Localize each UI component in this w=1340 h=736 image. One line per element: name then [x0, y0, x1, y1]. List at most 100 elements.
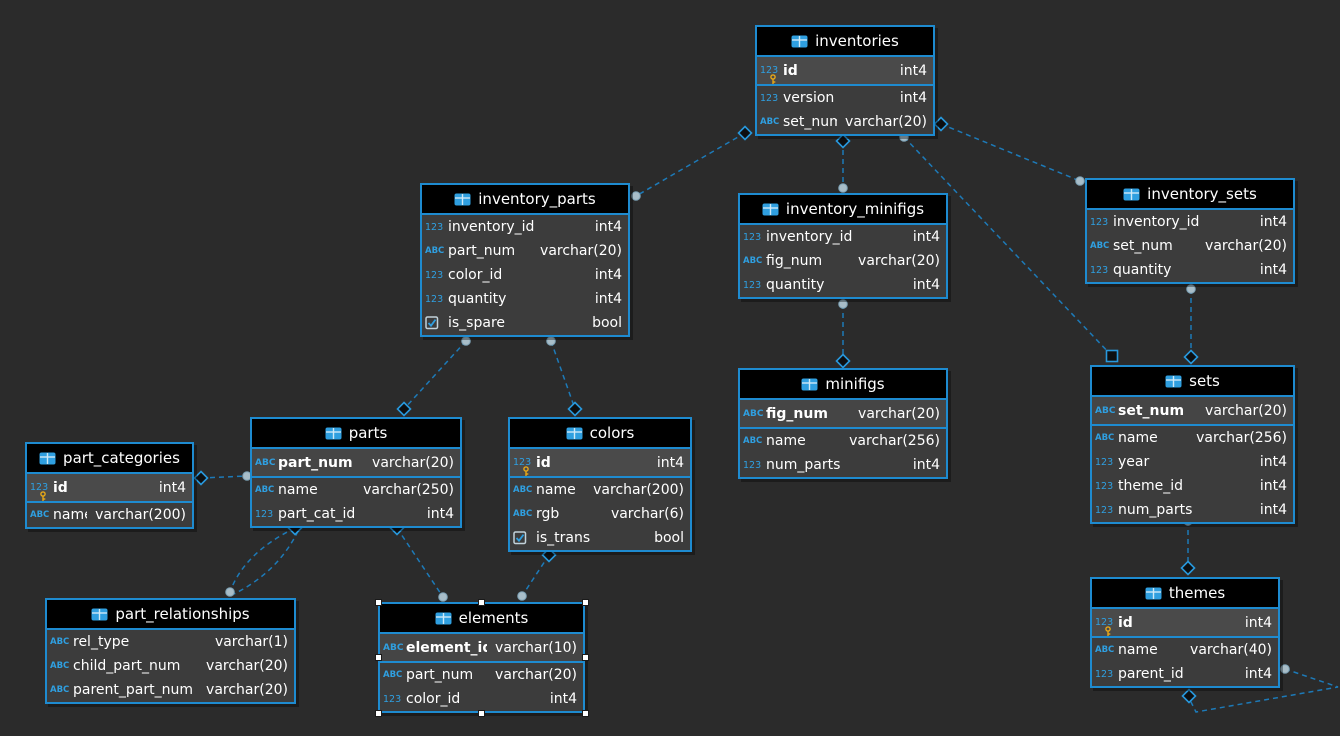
column-type: int4	[1259, 502, 1287, 518]
table-header-inventory_parts[interactable]: inventory_parts	[422, 185, 628, 215]
selection-handle[interactable]	[581, 654, 589, 661]
table-header-part_categories[interactable]: part_categories	[27, 444, 192, 474]
relationship-edge-parts-part_relationships[interactable]	[233, 530, 299, 595]
selection-handle[interactable]	[374, 598, 382, 606]
table-name: inventory_sets	[1147, 185, 1257, 203]
diamond-cardinality-marker	[835, 133, 851, 149]
table-header-parts[interactable]: parts	[252, 419, 460, 449]
selection-handle[interactable]	[374, 654, 382, 661]
table-header-sets[interactable]: sets	[1092, 367, 1293, 397]
circle-cardinality-marker	[1280, 664, 1290, 674]
relationship-edge-part_categories-parts[interactable]	[200, 475, 248, 479]
relationship-edge-parts-elements[interactable]	[396, 527, 444, 598]
column-type: int4	[549, 691, 577, 707]
selection-handle[interactable]	[581, 709, 589, 717]
relationship-edge-inventory_parts-parts[interactable]	[403, 340, 467, 410]
table-header-minifigs[interactable]: minifigs	[740, 370, 946, 400]
relationship-edge-inventory_parts-colors[interactable]	[550, 340, 576, 410]
relationship-edge-themes-themes[interactable]	[1188, 668, 1339, 713]
relationship-edge-parts-part_relationships[interactable]	[229, 527, 296, 593]
table-header-colors[interactable]: colors	[510, 419, 690, 449]
selection-handle[interactable]	[478, 598, 485, 606]
column-name: part_cat_id	[278, 506, 356, 522]
table-header-inventory_minifigs[interactable]: inventory_minifigs	[740, 195, 946, 225]
relationship-edge-inventories-inventory_parts[interactable]	[635, 132, 746, 197]
numeric-type-icon: 123	[1095, 456, 1114, 468]
diamond-cardinality-marker	[1180, 560, 1196, 576]
selection-handle[interactable]	[581, 598, 589, 606]
relationship-edge-inventories-inventory_sets[interactable]	[940, 123, 1081, 182]
column-type: int4	[1244, 614, 1272, 631]
table-icon	[325, 427, 342, 440]
diamond-cardinality-marker	[193, 470, 209, 486]
table-header-themes[interactable]: themes	[1092, 579, 1278, 609]
table-header-inventories[interactable]: inventories	[757, 27, 933, 57]
selection-handle[interactable]	[478, 709, 485, 717]
circle-cardinality-marker	[546, 336, 556, 346]
table-part_categories[interactable]: part_categories123idint4ABCnamevarchar(2…	[25, 442, 194, 529]
numeric-type-icon: 123	[1095, 480, 1114, 492]
numeric-type-icon: 123	[1090, 216, 1109, 228]
relationship-edge-colors-elements[interactable]	[521, 554, 550, 597]
column-name: quantity	[448, 291, 507, 307]
numeric-type-icon: 123	[383, 693, 402, 705]
selection-handle[interactable]	[374, 709, 382, 717]
circle-cardinality-marker	[1075, 176, 1085, 186]
table-header-inventory_sets[interactable]: inventory_sets	[1087, 180, 1293, 210]
table-header-part_relationships[interactable]: part_relationships	[47, 600, 294, 630]
table-header-elements[interactable]: elements	[380, 604, 583, 634]
